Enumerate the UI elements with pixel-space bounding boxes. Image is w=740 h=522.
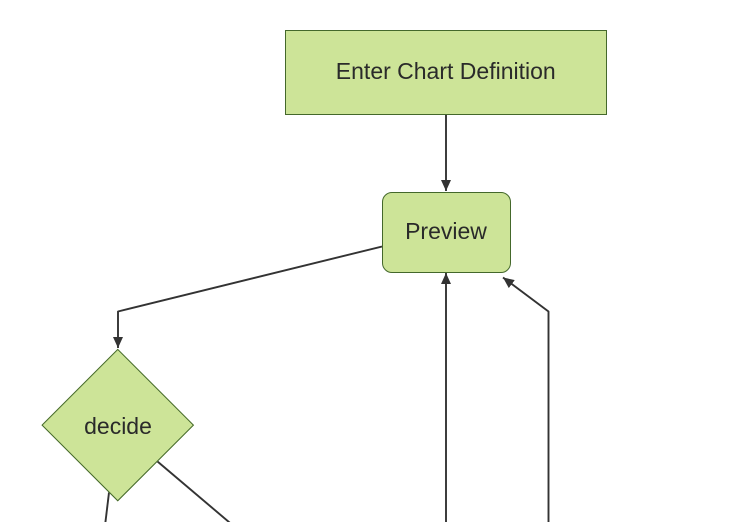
node-preview-label: Preview bbox=[405, 218, 487, 245]
edge-offscreen-to-preview-corner bbox=[502, 276, 550, 522]
edge-preview-to-decide bbox=[113, 245, 383, 348]
edge-decide-to-offscreen-left bbox=[104, 492, 110, 522]
node-preview: Preview bbox=[381, 191, 511, 273]
node-enter-chart-definition-label: Enter Chart Definition bbox=[335, 58, 556, 85]
node-decide: decide bbox=[41, 348, 195, 502]
node-enter-chart-definition: Enter Chart Definition bbox=[284, 29, 607, 115]
edge-decide-to-offscreen-right bbox=[156, 460, 231, 522]
node-decide-label: decide bbox=[84, 413, 152, 439]
